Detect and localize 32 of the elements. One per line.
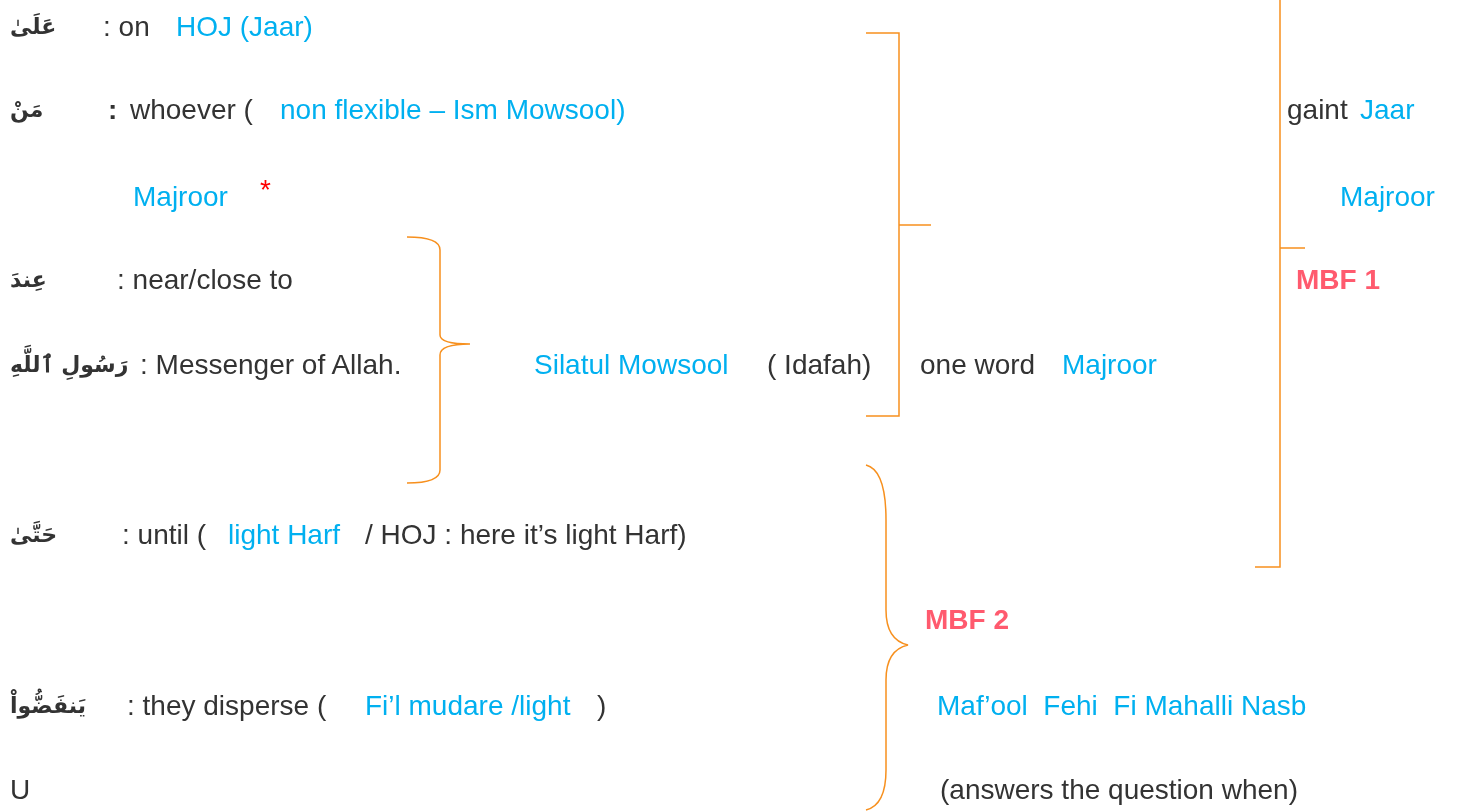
grammar-note: Majroor bbox=[1340, 180, 1435, 214]
arabic-word: عَلَىٰ bbox=[10, 12, 57, 41]
arabic-word: مَنْ bbox=[10, 96, 44, 125]
note-text: ) bbox=[597, 689, 607, 723]
note-text: ( Idafah) bbox=[767, 348, 872, 382]
section-label: MBF 1 bbox=[1296, 263, 1380, 297]
grammar-note: light Harf bbox=[228, 518, 341, 552]
grammar-note: HOJ (Jaar) bbox=[176, 10, 313, 44]
note-text: / HOJ : here it’s light Harf) bbox=[365, 518, 687, 552]
arabic-word: يَنفَضُّواْ bbox=[10, 689, 87, 723]
grammar-note: non flexible – Ism Mowsool) bbox=[280, 93, 626, 127]
grammar-note: Jaar bbox=[1360, 93, 1415, 127]
grammar-note: Fi’l mudare /light bbox=[365, 689, 571, 723]
gloss-text: : they disperse ( bbox=[127, 689, 327, 723]
star-mark: * bbox=[260, 173, 271, 207]
grammar-note: Maf’ool Fehi Fi Mahalli Nasb bbox=[937, 689, 1307, 723]
arabic-word: عِندَ bbox=[10, 266, 47, 294]
note-text: one word bbox=[920, 348, 1036, 382]
gloss-text: : near/close to bbox=[117, 263, 293, 297]
gloss-text: : Messenger of Allah. bbox=[140, 348, 402, 382]
colon-mark: : bbox=[108, 93, 118, 127]
gloss-text: whoever ( bbox=[130, 93, 253, 127]
grammar-note: Majroor bbox=[133, 180, 228, 214]
note-text: gaint bbox=[1287, 93, 1348, 127]
gloss-text: : until ( bbox=[122, 518, 207, 552]
grammar-note: Silatul Mowsool bbox=[534, 348, 729, 382]
section-label: MBF 2 bbox=[925, 603, 1009, 637]
note-text: U bbox=[10, 773, 31, 807]
grammar-note: Majroor bbox=[1062, 348, 1157, 382]
gloss-text: : on bbox=[103, 10, 150, 44]
arabic-word: حَتَّىٰ bbox=[10, 520, 58, 549]
note-text: (answers the question when) bbox=[940, 773, 1298, 807]
